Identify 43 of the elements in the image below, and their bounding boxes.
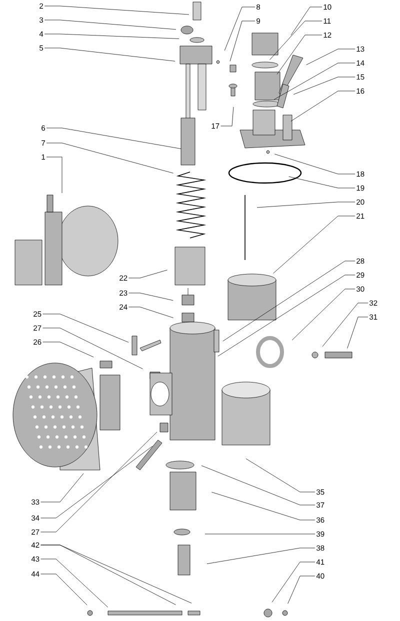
leader-line [224, 6, 256, 51]
leader-line [274, 62, 356, 100]
leader-line [206, 548, 316, 564]
leader-line [220, 106, 234, 126]
leader-line [211, 492, 316, 520]
leader-line [290, 6, 322, 36]
leader-line [46, 156, 62, 194]
leader-line [246, 458, 316, 492]
leader-line [40, 574, 88, 606]
leader-line [293, 76, 356, 95]
leader-line [42, 342, 94, 358]
leader-line [272, 562, 316, 602]
leader-line [128, 270, 168, 278]
leader-line [40, 473, 84, 502]
leader-line [288, 176, 356, 188]
leader-line [222, 260, 356, 342]
leader-line [40, 446, 153, 518]
leader-line [44, 6, 190, 15]
leader-line [290, 90, 356, 122]
leader-line [128, 292, 174, 301]
leader-line [274, 154, 356, 174]
leader-line [347, 316, 368, 349]
leader-line [273, 216, 356, 274]
leader-line [230, 20, 256, 62]
leader-line [270, 20, 322, 60]
leader-line [44, 34, 180, 39]
leader-line [322, 302, 368, 347]
leader-line [44, 48, 176, 62]
leader-line [306, 48, 356, 66]
leader-line [44, 20, 176, 30]
leader-line [288, 576, 316, 604]
leader-line [292, 288, 356, 340]
leader-line [276, 34, 322, 74]
leader-line [128, 306, 174, 318]
leader-line [46, 142, 174, 174]
leader-line [201, 465, 316, 506]
leader-line [256, 202, 356, 208]
leader-line [40, 558, 108, 608]
leader-line [46, 128, 182, 149]
leader-line [42, 314, 129, 343]
leader-line [218, 274, 356, 356]
leader-line [40, 432, 158, 532]
leader-line [42, 328, 143, 370]
